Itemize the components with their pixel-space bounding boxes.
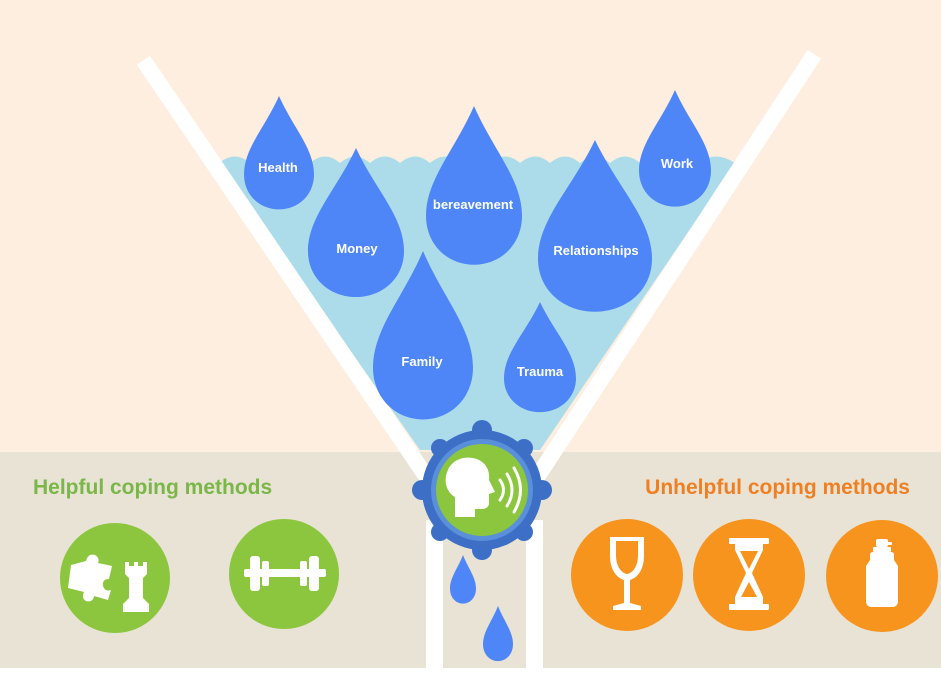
puzzle-chess-icon (68, 554, 149, 612)
water-bottle-icon (866, 539, 898, 607)
drop-family: Family (373, 251, 473, 420)
unhelpful-item-hourglass (693, 519, 805, 631)
drop-work: Work (639, 90, 711, 207)
helpful-item-puzzle-chess (60, 523, 170, 633)
drop-money: Money (308, 148, 404, 298)
unhelpful-coping-heading: Unhelpful coping methods (645, 476, 910, 499)
talking-head-icon (445, 457, 522, 517)
wine-glass-icon (610, 537, 644, 610)
drop-label-trauma: Trauma (517, 364, 564, 379)
unhelpful-item-wine-glass (571, 519, 683, 631)
dumbbell-icon (244, 556, 326, 591)
drop-trauma: Trauma (504, 302, 576, 413)
pipe-right-wall (526, 520, 543, 668)
funnel-valve (412, 420, 552, 560)
helpful-item-dumbbell (229, 519, 339, 629)
drop-label-money: Money (336, 241, 378, 256)
funnel-right-wall (520, 49, 822, 497)
funnel-left-wall (136, 55, 444, 497)
helpful-coping-heading: Helpful coping methods (33, 476, 273, 499)
unhelpful-item-water-bottle (826, 520, 938, 632)
drop-label-work: Work (661, 156, 694, 171)
drop-relationships: Relationships (538, 140, 652, 312)
drop-health: Health (244, 96, 314, 210)
drop-label-relationships: Relationships (553, 243, 638, 258)
drop-label-bereavement: bereavement (433, 197, 514, 212)
drop-label-family: Family (401, 354, 443, 369)
drop-label-health: Health (258, 160, 298, 175)
hourglass-icon (729, 538, 769, 610)
drop-bereavement: bereavement (426, 106, 522, 265)
pipe-left-wall (426, 520, 443, 668)
